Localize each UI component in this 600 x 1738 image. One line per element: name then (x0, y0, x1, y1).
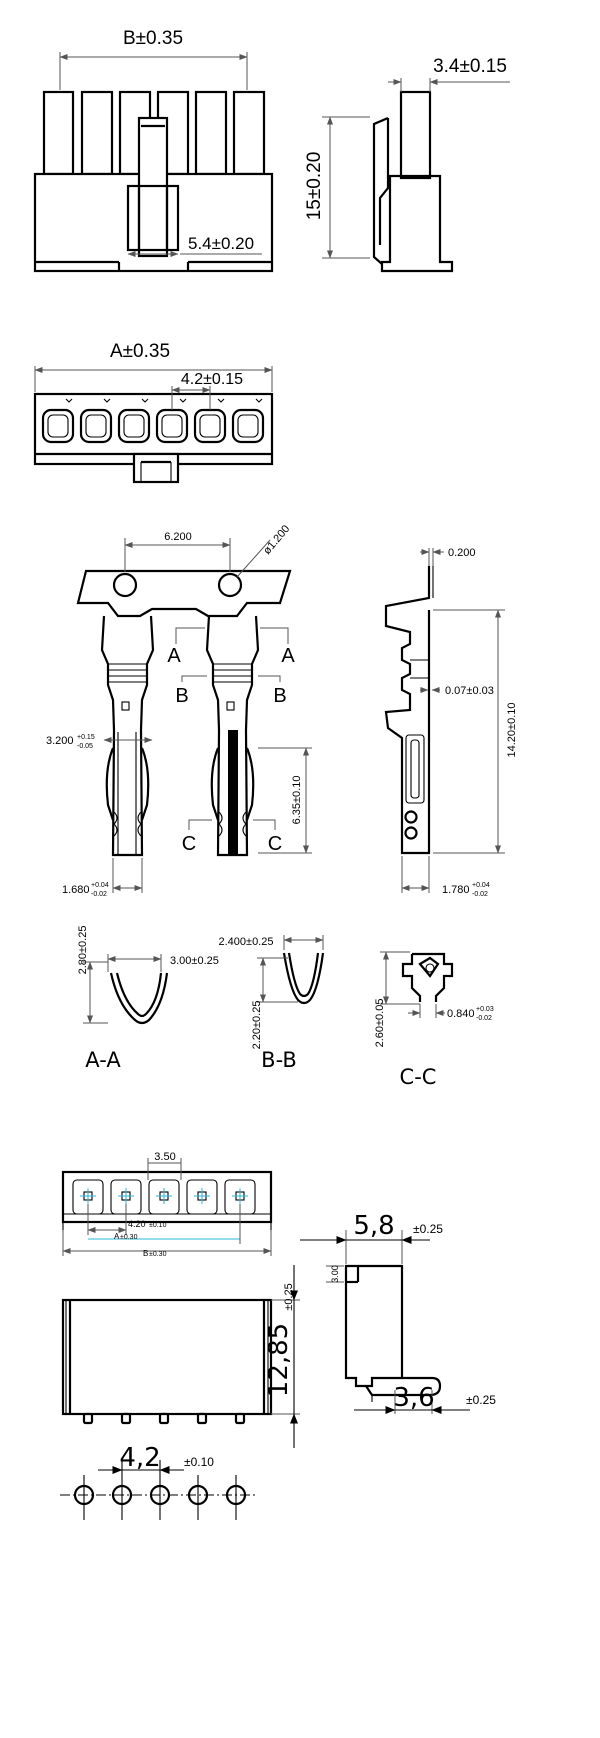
dim-tip-tol-minus: -0.02 (91, 891, 107, 898)
cut-a-left: A (167, 645, 181, 667)
dim-tip-tol-plus: +0.04 (91, 882, 109, 889)
dim-cc-tol-minus: -0.02 (476, 1015, 492, 1022)
header-side-view (300, 1230, 470, 1414)
dim-tip-width-label: 1.680 (62, 884, 90, 896)
dim-thickness-label: 0.200 (448, 547, 476, 559)
cut-b-right: B (273, 685, 286, 707)
section-aa-label: A-A (85, 1048, 121, 1072)
dim-header-height-tol: ±0.25 (283, 1283, 295, 1310)
dim-aa-height: 2.80±0.25 (77, 926, 89, 975)
dim-crimp-tol-plus: +0.15 (77, 734, 95, 741)
dim-header-depth-tol: ±0.25 (413, 1222, 443, 1236)
header-top-view (61, 1158, 273, 1256)
dim-height-label: 15±0.20 (304, 152, 325, 221)
dim-total-length-label: 14.20±0.10 (506, 703, 518, 758)
dim-hole-label: ø1.200 (261, 523, 292, 557)
dim-terminal-pitch-label: 6.200 (164, 531, 192, 543)
dim-hole-pitch: 4,2 (119, 1443, 160, 1473)
dim-side-width-label: 3.4±0.15 (433, 56, 507, 77)
terminal-strip-view (76, 538, 312, 893)
housing-front-view (33, 52, 274, 273)
housing-side-view (322, 78, 510, 273)
pcb-hole-pattern (60, 1460, 258, 1520)
dim-notch-label: 0.07±0.03 (445, 685, 494, 697)
section-a-a (83, 954, 169, 1025)
dim-header-b: B (143, 1249, 148, 1258)
dim-crimp-width-label: 3.200 (46, 735, 74, 747)
dim-header-pitch: 4.20 (128, 1219, 146, 1229)
dim-side-tol-plus: +0.04 (472, 882, 490, 889)
dim-header-step: 3.00 (330, 1265, 340, 1283)
dim-header-pin: 3,6 (393, 1383, 434, 1413)
dim-header-a: A (114, 1232, 120, 1241)
dim-cc-height: 2.60±0.05 (374, 999, 386, 1048)
dim-pitch-label: 4.2±0.15 (181, 371, 243, 388)
cut-b-left: B (175, 685, 188, 707)
cut-c-right: C (268, 833, 282, 855)
dim-b-label: B±0.35 (123, 28, 183, 49)
section-bb-label: B-B (261, 1048, 297, 1072)
section-cc-label: C-C (400, 1065, 437, 1089)
cut-a-right: A (281, 645, 295, 667)
header-front-view (61, 1265, 300, 1448)
dim-header-gap: 3.50 (154, 1151, 175, 1163)
dim-a-label: A±0.35 (110, 341, 170, 362)
dim-side-tol-minus: -0.02 (472, 891, 488, 898)
section-c-c (380, 951, 454, 1018)
terminal-side-view (384, 548, 505, 893)
dim-bb-height: 2.20±0.25 (251, 1001, 263, 1050)
dim-bb-width: 2.400±0.25 (219, 936, 274, 948)
dim-header-a-tol: ±0.30 (120, 1234, 138, 1241)
dim-header-pin-tol: ±0.25 (466, 1393, 496, 1407)
dim-side-width-label-terminal: 1.780 (442, 884, 470, 896)
dim-contact-length-label: 6.35±0.10 (291, 776, 303, 825)
dim-latch-label: 5.4±0.20 (188, 234, 254, 253)
dim-header-depth: 5,8 (353, 1211, 394, 1241)
dim-header-b-tol: ±0.30 (149, 1251, 167, 1258)
dim-hole-pitch-tol: ±0.10 (184, 1455, 214, 1469)
housing-top-view (33, 366, 274, 484)
dim-cc-tol-plus: +0.03 (476, 1006, 494, 1013)
cut-c-left: C (182, 833, 196, 855)
dim-cc-width: 0.840 (447, 1008, 475, 1020)
dim-crimp-tol-minus: -0.05 (77, 743, 93, 750)
dim-header-pitch-tol: ±0.10 (149, 1222, 167, 1229)
section-b-b (257, 935, 325, 1005)
dim-aa-width: 3.00±0.25 (170, 955, 219, 967)
dim-header-height: 12,85 (264, 1323, 294, 1397)
